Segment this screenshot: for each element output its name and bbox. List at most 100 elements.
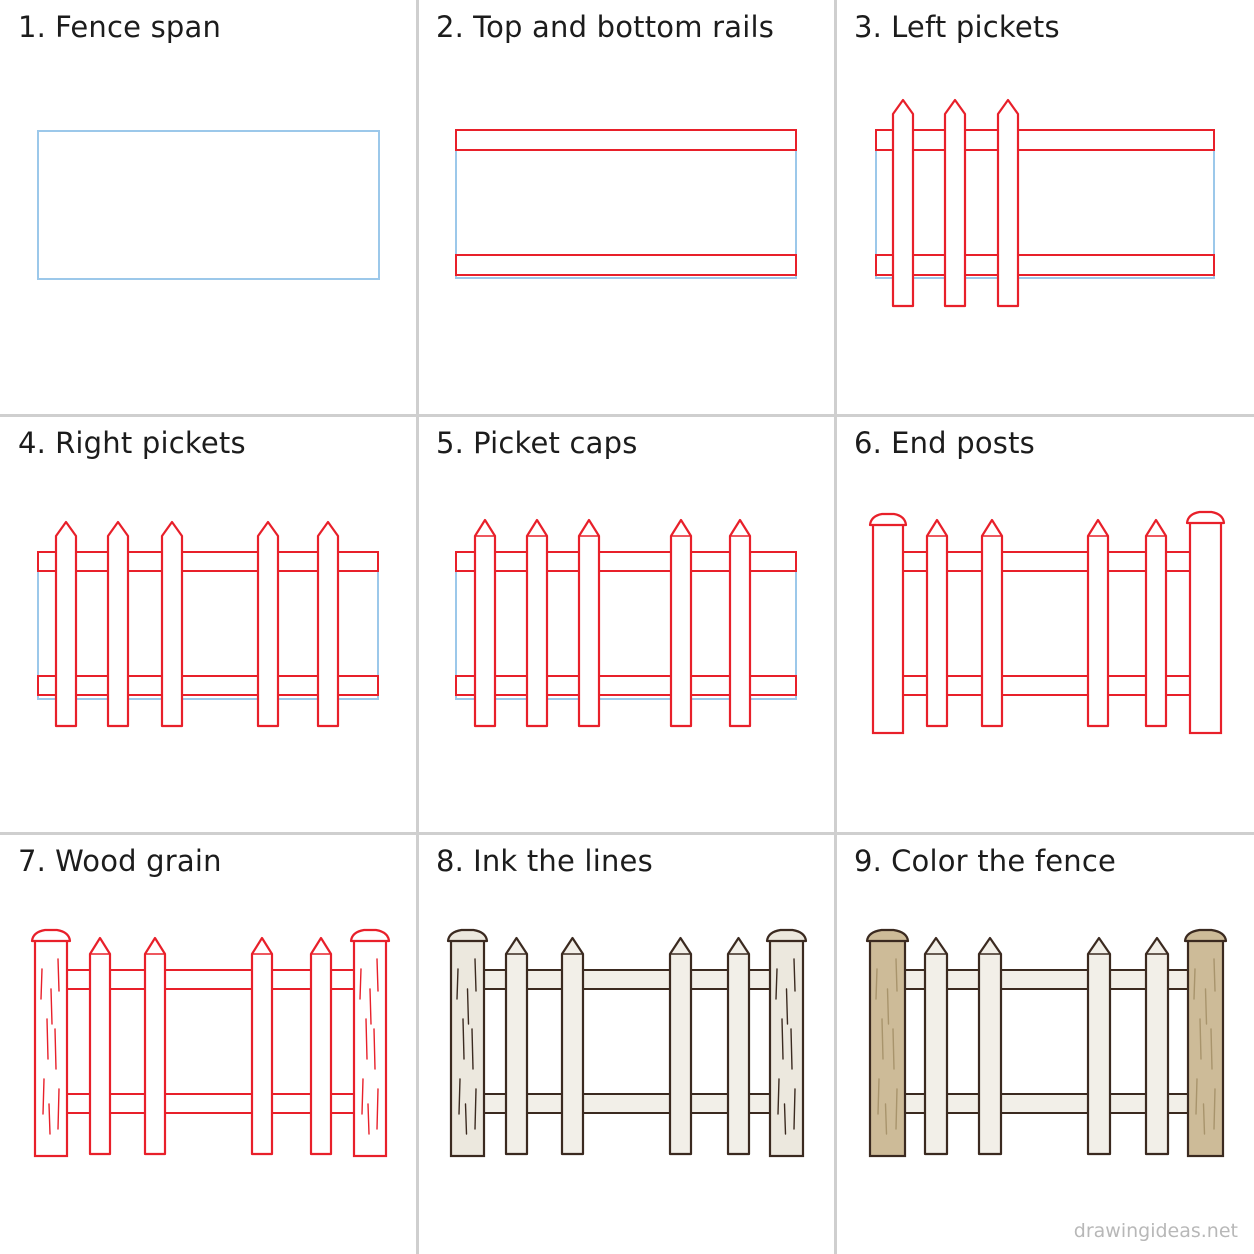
end-post (871, 521, 905, 735)
grid-divider (416, 0, 419, 1254)
step-cell: 1.Fence span (0, 0, 418, 416)
wood-grain-drawing (30, 928, 391, 1158)
picket (54, 520, 78, 728)
post-cap (765, 928, 808, 943)
picket (980, 518, 1004, 728)
post-cap (30, 928, 72, 943)
step-label: Fence span (55, 10, 222, 44)
bottom-rail (455, 254, 797, 276)
picket (1144, 936, 1170, 1156)
wood-grain-line (793, 958, 796, 992)
wood-grain-line (46, 1018, 49, 1060)
wood-grain-line (54, 1028, 57, 1070)
wood-grain-line (474, 1088, 477, 1130)
wood-grain-line (1202, 1103, 1206, 1135)
fence-span-drawing (37, 130, 380, 280)
picket (316, 520, 340, 728)
wood-grain-line (471, 1028, 474, 1070)
wood-grain-line (361, 1078, 364, 1115)
left-pickets-drawing (875, 98, 1215, 308)
wood-grain-line (466, 988, 470, 1025)
wood-grain-line (783, 1103, 787, 1135)
wood-grain-line (895, 958, 898, 992)
step-title: 9.Color the fence (854, 844, 1116, 878)
wood-grain-line (365, 1018, 368, 1060)
picket (577, 518, 601, 728)
picket (977, 936, 1003, 1156)
step-cell: 7.Wood grain (0, 834, 418, 1254)
picket (143, 936, 167, 1156)
wood-grain-line (456, 968, 459, 1000)
wood-grain-line (458, 1078, 461, 1115)
guide-rectangle (37, 130, 380, 280)
picket (473, 518, 497, 728)
grid-divider (834, 0, 837, 1254)
picket (504, 936, 529, 1156)
wood-grain-line (40, 968, 43, 1000)
wood-grain-line (875, 968, 878, 1000)
wood-grain-line (50, 988, 53, 1025)
rails-drawing (455, 129, 797, 279)
step-number: 4. (18, 426, 47, 460)
step-label: Right pickets (55, 426, 246, 460)
step-number: 6. (854, 426, 883, 460)
post-cap (1183, 928, 1228, 943)
step-cell: 5.Picket caps (418, 416, 836, 834)
step-title: 7.Wood grain (18, 844, 222, 878)
step-label: Wood grain (55, 844, 222, 878)
step-label: Ink the lines (473, 844, 653, 878)
picket (560, 936, 585, 1156)
picket (309, 936, 333, 1156)
end-post (33, 937, 69, 1158)
post-cap (1185, 510, 1226, 525)
wood-grain-line (1195, 1078, 1198, 1115)
wood-grain-line (464, 1103, 468, 1135)
colored-drawing (865, 928, 1228, 1158)
grid-divider (0, 414, 1254, 417)
step-number: 8. (436, 844, 465, 878)
wood-grain-line (359, 968, 362, 1000)
end-post (768, 937, 805, 1158)
wood-grain-line (881, 1018, 884, 1060)
wood-grain-line (775, 968, 778, 1000)
picket (88, 936, 112, 1156)
wood-grain-line (781, 1018, 784, 1060)
step-title: 4.Right pickets (18, 426, 246, 460)
wood-grain-line (462, 1018, 465, 1060)
top-rail (875, 129, 1215, 151)
step-title: 3.Left pickets (854, 10, 1060, 44)
picket (256, 520, 280, 728)
wood-grain-line (790, 1028, 793, 1070)
wood-grain-line (886, 988, 890, 1025)
right-pickets-drawing (37, 520, 379, 728)
post-cap (865, 928, 910, 943)
picket (669, 518, 693, 728)
wood-grain-line (57, 958, 60, 992)
watermark: drawingideas.net (1073, 1220, 1238, 1242)
step-number: 2. (436, 10, 465, 44)
wood-grain-line (1199, 1018, 1202, 1060)
step-title: 5.Picket caps (436, 426, 638, 460)
wood-grain-line (367, 1103, 370, 1135)
end-post (1188, 519, 1223, 735)
picket (250, 936, 274, 1156)
end-post (868, 937, 907, 1158)
picket (1144, 518, 1168, 728)
wood-grain-line (48, 1103, 51, 1135)
end-posts-drawing (868, 510, 1226, 735)
wood-grain-line (57, 1088, 60, 1130)
wood-grain-line (877, 1078, 880, 1115)
step-cell: 4.Right pickets (0, 416, 418, 834)
wood-grain-line (892, 1028, 895, 1070)
inked-drawing (446, 928, 808, 1158)
wood-grain-line (1213, 1088, 1216, 1130)
picket (1086, 518, 1110, 728)
wood-grain-line (369, 988, 372, 1025)
wood-grain-line (777, 1078, 780, 1115)
end-post (1186, 937, 1225, 1158)
picket (1086, 936, 1112, 1156)
step-label: Picket caps (473, 426, 638, 460)
picket (996, 98, 1020, 308)
picket (726, 936, 751, 1156)
step-cell: 9.Color the fence (836, 834, 1254, 1254)
